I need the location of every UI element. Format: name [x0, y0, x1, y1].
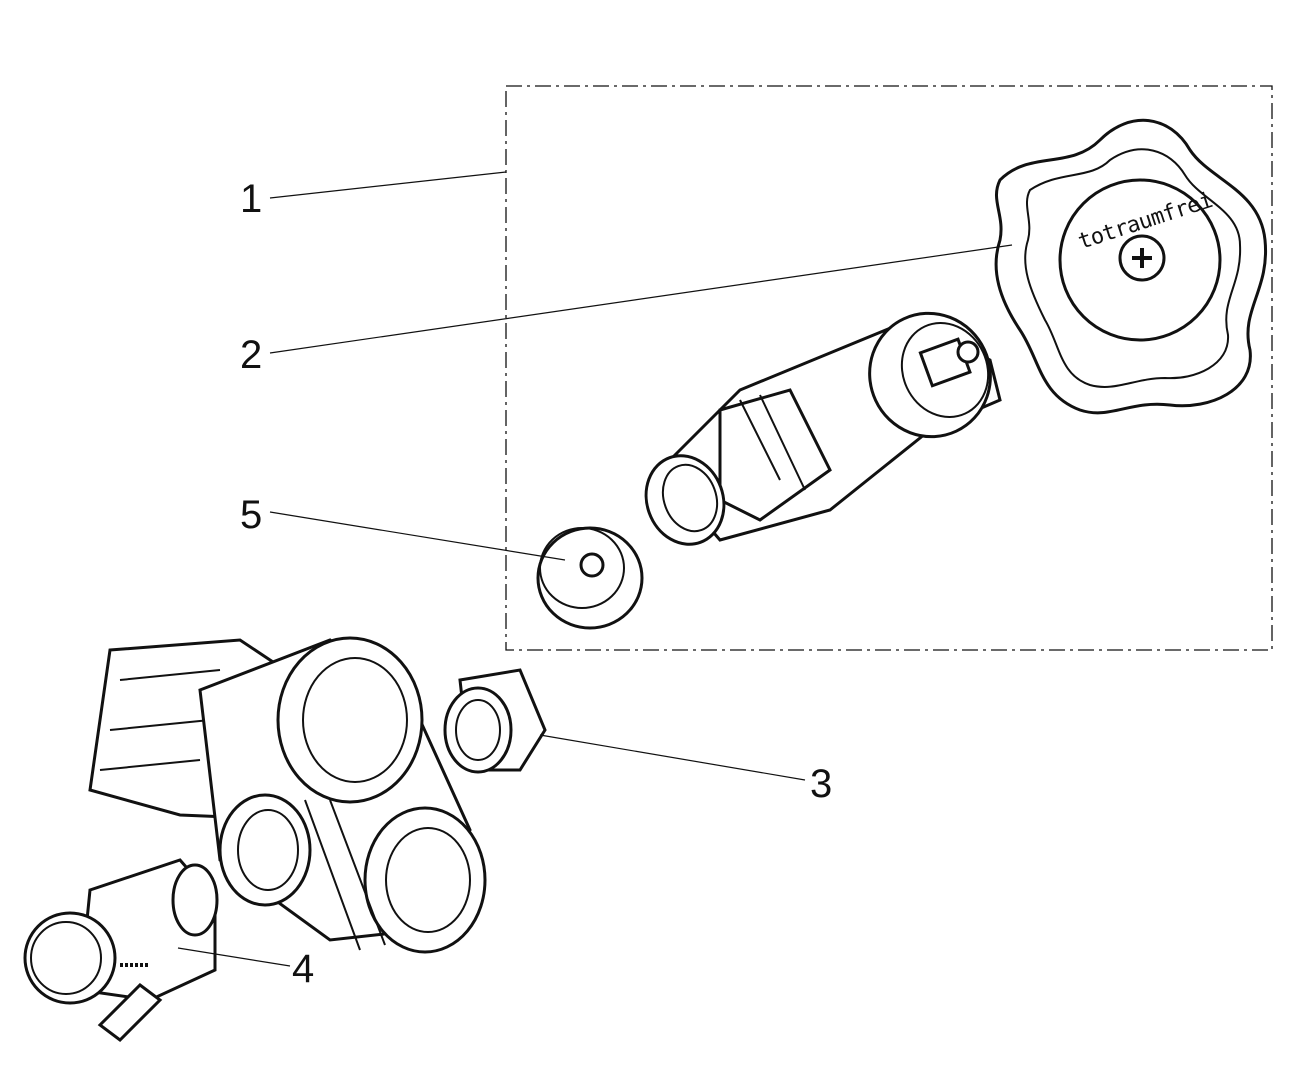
callout-5: 5 [240, 493, 262, 537]
handwheel: totraumfrei [994, 118, 1268, 415]
callout-4: 4 [292, 947, 314, 991]
plug [443, 668, 547, 774]
drain-valve [23, 858, 219, 1042]
valve-body [88, 636, 487, 954]
leader-3 [539, 734, 806, 781]
callout-3: 3 [810, 762, 832, 806]
leader-4 [177, 947, 291, 967]
leader-2 [269, 244, 1013, 354]
valve-upper-part [644, 311, 1002, 546]
callout-1: 1 [240, 177, 262, 221]
assembly-group-box [505, 85, 1273, 651]
seal-washer [536, 526, 644, 630]
callout-2: 2 [240, 333, 262, 377]
leader-1 [269, 171, 507, 199]
leader-5 [269, 511, 566, 561]
